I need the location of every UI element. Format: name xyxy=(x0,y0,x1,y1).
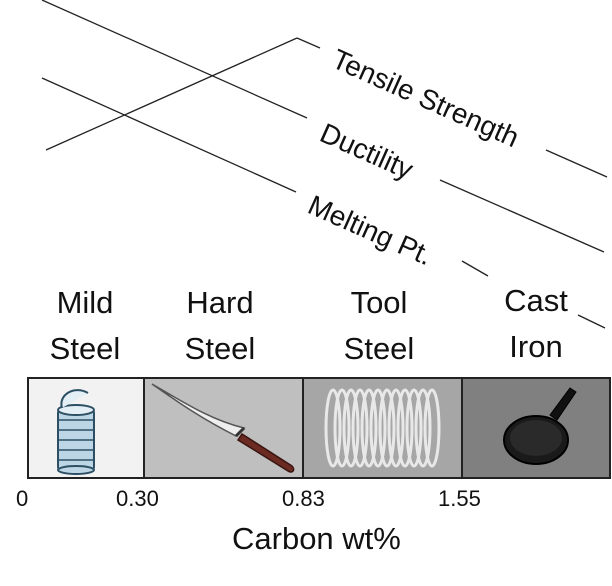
tin-can-icon xyxy=(57,389,95,475)
knife-icon xyxy=(151,383,295,473)
ductility-label: Ductility xyxy=(316,117,418,185)
category-label-cast-iron: Cast Iron xyxy=(504,283,568,364)
melting-point-trend xyxy=(41,77,606,329)
axis-title: Carbon wt% xyxy=(232,521,401,556)
melting-point-label: Melting Pt. xyxy=(304,189,437,271)
category-label-hard-steel: Hard Steel xyxy=(184,285,256,366)
tick-label-083: 0.83 xyxy=(282,486,325,511)
tensile-strength-trend xyxy=(45,37,608,178)
tick-label-155: 1.55 xyxy=(438,486,481,511)
category-label-mild-steel: Mild Steel xyxy=(49,285,121,366)
tick-label-030: 0.30 xyxy=(116,486,159,511)
category-label-tool-steel: Tool Steel xyxy=(343,285,415,366)
ductility-trend xyxy=(41,0,605,253)
tick-label-0: 0 xyxy=(16,486,29,511)
frying-pan-icon xyxy=(503,387,577,465)
coil-spring-icon xyxy=(324,388,441,468)
